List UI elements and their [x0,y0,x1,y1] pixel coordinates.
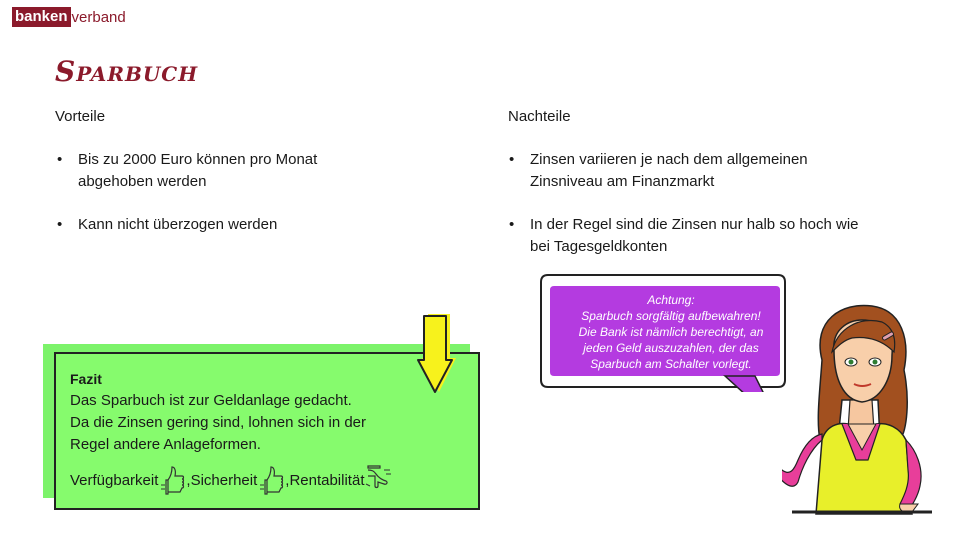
bullet: • [509,151,515,168]
disadvantage-text: In der Regel sind die Zinsen nur halb so… [530,216,859,255]
rating-label-availability: Verfügbarkeit [70,471,159,489]
speech-bubble [540,274,786,392]
page-title: Sparbuch [55,55,199,88]
callout-line: Sparbuch sorgfältig aufbewahren! [581,309,761,323]
rating-separator: , [285,471,290,489]
thumbs-up-icon [161,466,185,495]
thumbs-up-icon [260,466,284,495]
thumbs-down-icon [366,465,392,489]
bullet: • [57,216,63,233]
fazit-line: Das Sparbuch ist zur Geldanlage gedacht. [70,392,352,409]
advantages-heading: Vorteile [55,108,106,125]
rating-label-profitability: Rentabilität [289,471,365,489]
rating-label-security: Sicherheit [190,471,258,489]
disadvantages-list: • Zinsen variieren je nach dem allgemeine… [507,149,867,279]
callout-line: Achtung: [647,293,695,307]
callout-line: Sparbuch am Schalter vorlegt. [590,357,752,371]
fazit-line: Regel andere Anlageformen. [70,436,261,453]
advantages-list: • Bis zu 2000 Euro können pro Monat abgeh… [55,149,385,257]
callout-line: Die Bank ist nämlich berechtigt, an [578,325,764,339]
down-arrow-icon [417,314,456,393]
list-item: • Bis zu 2000 Euro können pro Monat abgeh… [55,149,385,193]
rating-separator: , [186,471,191,489]
rating-row: Verfügbarkeit , Sicherheit , Rentabilitä… [70,464,392,496]
logo-mark: banken [12,7,71,27]
list-item: • Kann nicht überzogen werden [55,214,385,236]
disadvantage-text: Zinsen variieren je nach dem allgemeinen… [530,151,808,190]
fazit-text: Fazit Das Sparbuch ist zur Geldanlage ge… [70,368,366,456]
callout-text: Achtung: Sparbuch sorgfältig aufbewahren… [560,292,782,372]
girl-illustration [782,304,932,515]
list-item: • In der Regel sind die Zinsen nur halb s… [507,214,867,258]
bankenverband-logo: banken verband [12,7,126,27]
fazit-line: Da die Zinsen gering sind, lohnen sich i… [70,414,367,431]
fazit-heading: Fazit [70,371,102,387]
logo-text: verband [71,8,126,26]
bullet: • [57,151,63,168]
callout-line: jeden Geld auszuzahlen, der das [583,341,759,355]
disadvantages-heading: Nachteile [508,108,571,125]
advantage-text: Bis zu 2000 Euro können pro Monat abgeho… [78,151,318,190]
advantage-text: Kann nicht überzogen werden [78,216,278,233]
list-item: • Zinsen variieren je nach dem allgemeine… [507,149,867,193]
bullet: • [509,216,515,233]
fazit-box: Fazit Das Sparbuch ist zur Geldanlage ge… [54,352,480,510]
